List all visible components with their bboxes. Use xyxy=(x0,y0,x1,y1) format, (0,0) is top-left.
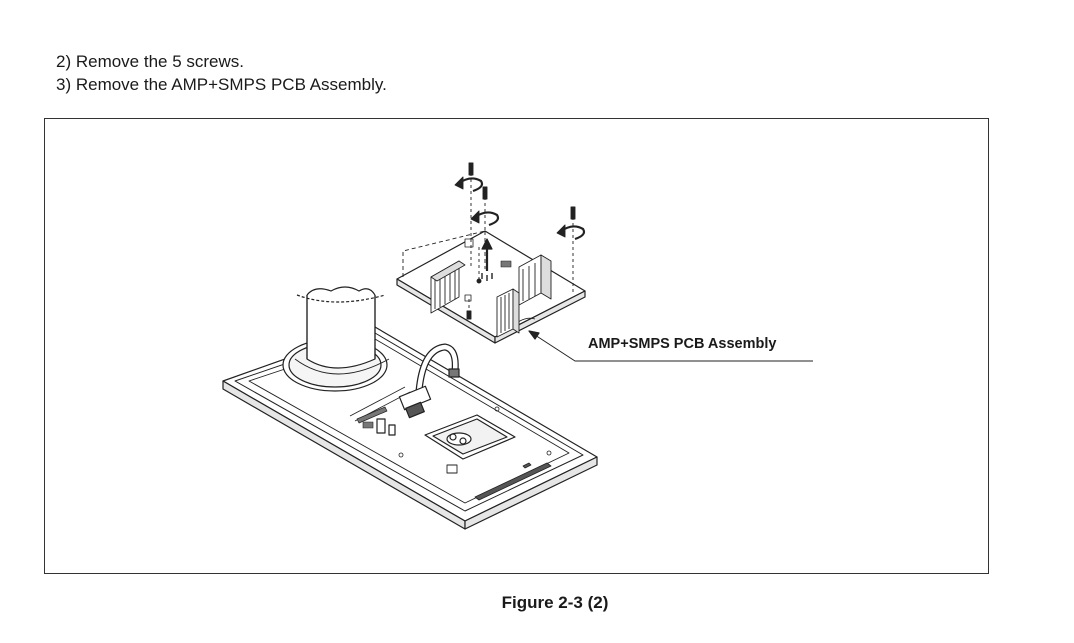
figure-frame xyxy=(44,118,989,574)
screw-1 xyxy=(454,162,484,267)
screw-5 xyxy=(466,299,472,320)
capacitor-block xyxy=(496,288,520,338)
wire-harness xyxy=(398,343,460,419)
disassembly-illustration xyxy=(222,162,813,530)
port-tube xyxy=(282,286,390,392)
transformer-block xyxy=(518,254,552,306)
step-3-text: 3) Remove the AMP+SMPS PCB Assembly. xyxy=(56,75,387,94)
pcb-board xyxy=(396,230,586,344)
step-2-text: 2) Remove the 5 screws. xyxy=(56,52,245,71)
pcb-assembly-label: AMP+SMPS PCB Assembly xyxy=(588,336,777,352)
base-tray xyxy=(222,326,598,530)
screw-2 xyxy=(470,186,500,231)
screws xyxy=(454,162,586,320)
screw-4 xyxy=(476,247,482,284)
lift-arrow xyxy=(481,238,493,281)
callout-leader xyxy=(528,330,813,362)
instruction-steps: 2) Remove the 5 screws. 3) Remove the AM… xyxy=(56,50,387,96)
figure-caption: Figure 2-3 (2) xyxy=(501,593,609,612)
screw-3 xyxy=(556,206,586,295)
heatsink xyxy=(430,260,466,314)
